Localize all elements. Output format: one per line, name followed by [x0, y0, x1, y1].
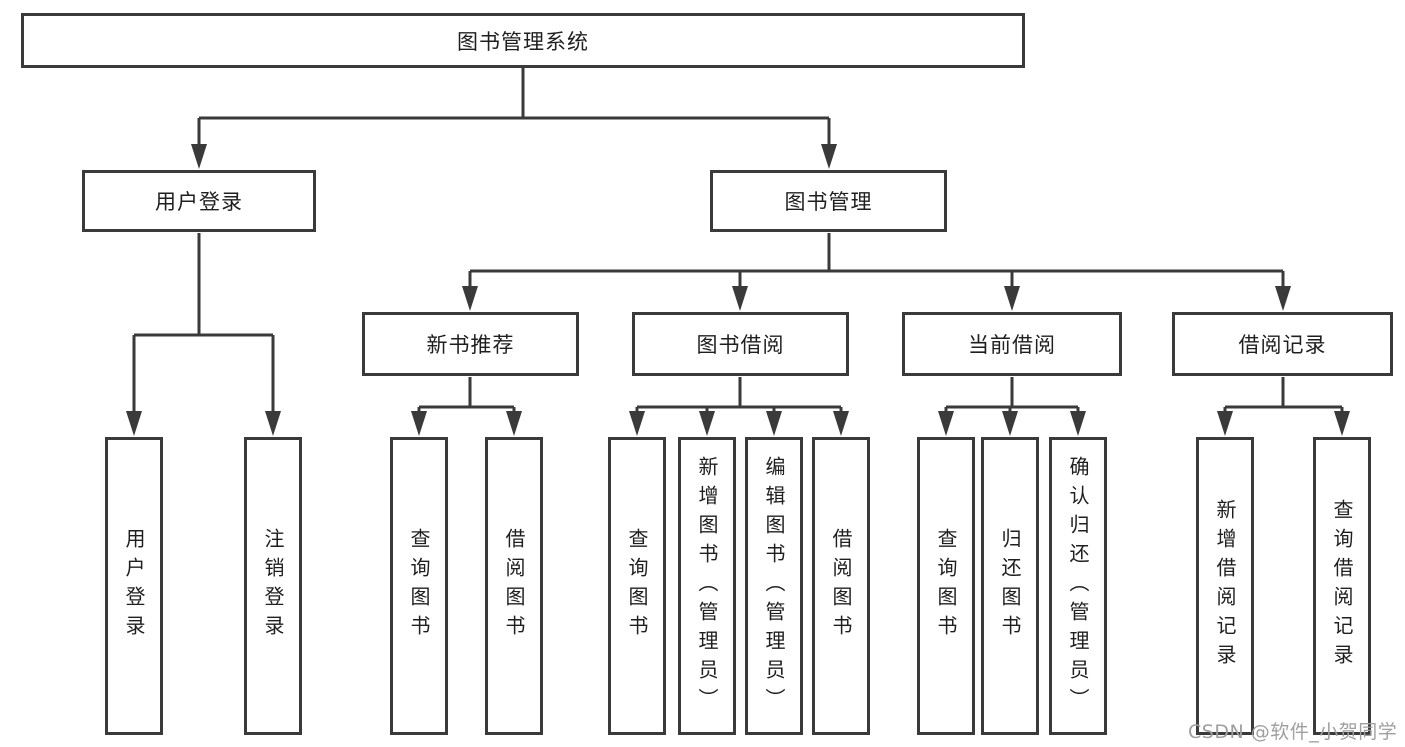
- leaf-logout: 注销登录: [244, 437, 302, 735]
- leaf-query-books-recommend: 查询图书: [390, 437, 448, 735]
- leaf-add-borrow-record: 新增借阅记录: [1196, 437, 1254, 735]
- leaf-query-books-borrow: 查询图书: [608, 437, 666, 735]
- node-current-borrowing: 当前借阅: [902, 312, 1122, 376]
- leaf-borrow-books: 借阅图书: [812, 437, 870, 735]
- leaf-query-borrow-record: 查询借阅记录: [1313, 437, 1371, 735]
- leaf-confirm-return-admin: 确认归还（管理员）: [1049, 437, 1107, 735]
- leaf-add-books-admin: 新增图书（管理员）: [678, 437, 736, 735]
- leaf-user-login: 用户登录: [105, 437, 163, 735]
- node-book-borrowing: 图书借阅: [632, 312, 849, 376]
- leaf-return-books: 归还图书: [981, 437, 1039, 735]
- csdn-watermark: CSDN @软件_小贺同学: [1188, 721, 1398, 743]
- node-borrowing-records: 借阅记录: [1172, 312, 1393, 376]
- leaf-borrow-books-recommend: 借阅图书: [485, 437, 543, 735]
- leaf-edit-books-admin: 编辑图书（管理员）: [745, 437, 803, 735]
- node-user-login: 用户登录: [82, 170, 316, 232]
- leaf-query-books-current: 查询图书: [917, 437, 975, 735]
- node-book-management: 图书管理: [710, 170, 947, 232]
- node-library-management-system: 图书管理系统: [21, 13, 1025, 68]
- node-new-book-recommendation: 新书推荐: [362, 312, 579, 376]
